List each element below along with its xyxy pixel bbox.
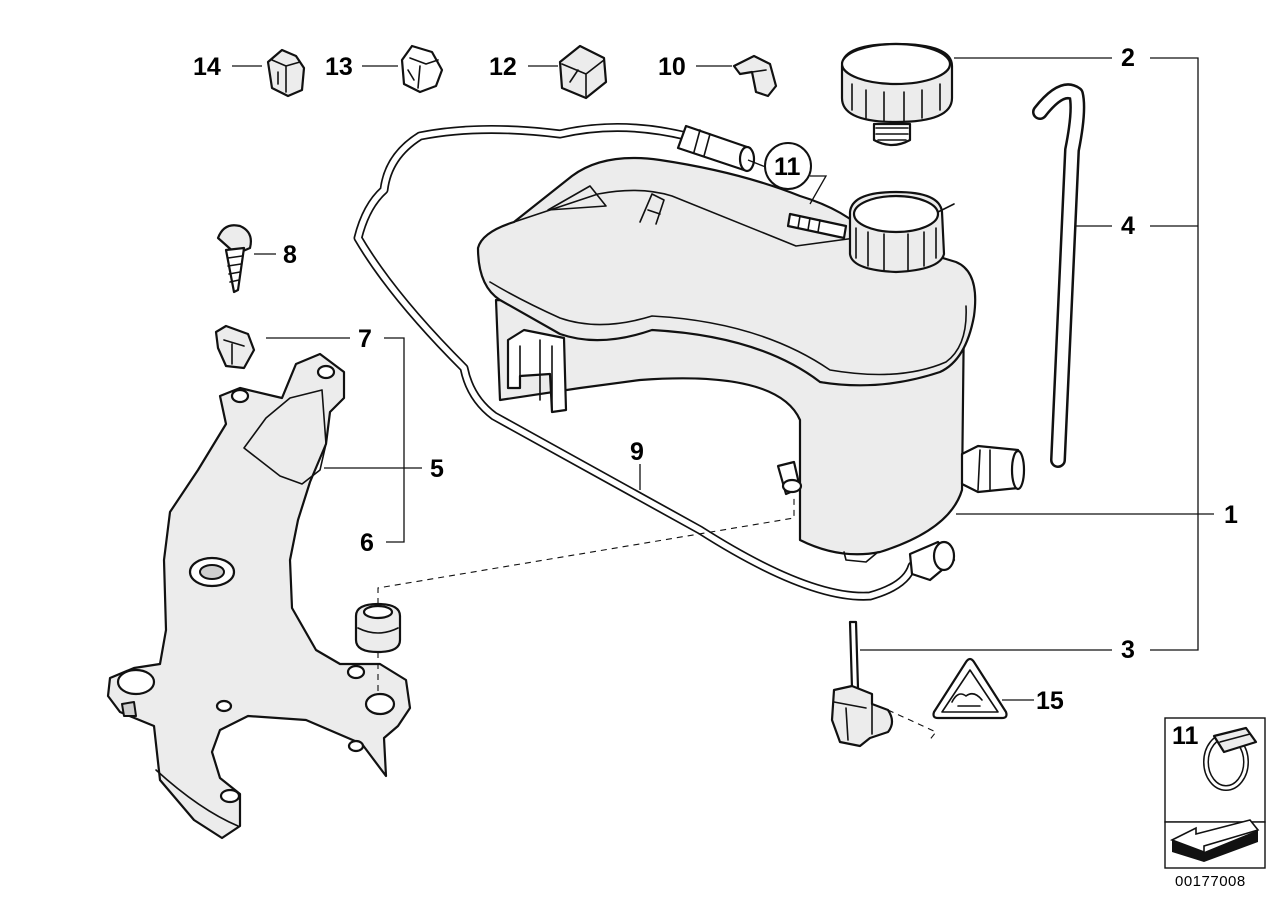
hose-clamp-icon <box>1203 726 1258 791</box>
part-4-hose[interactable] <box>1032 83 1086 468</box>
part-5-bracket[interactable] <box>106 352 412 840</box>
callout-14[interactable]: 14 <box>193 53 221 81</box>
part-10-clip[interactable] <box>732 54 778 98</box>
part-7-nut[interactable] <box>214 324 256 370</box>
callout-11[interactable]: 11 <box>774 153 801 181</box>
callout-8[interactable]: 8 <box>283 241 297 269</box>
part-8-bolt[interactable] <box>216 224 252 294</box>
callout-6[interactable]: 6 <box>360 529 374 557</box>
callout-7[interactable]: 7 <box>358 325 372 353</box>
callout-12[interactable]: 12 <box>489 53 517 81</box>
part-3-level-sensor[interactable] <box>830 620 894 748</box>
part-15-warning-label[interactable] <box>932 657 1008 720</box>
legend-arrow-box <box>1164 819 1266 869</box>
leader-lines <box>232 57 1214 743</box>
part-1-expansion-tank[interactable] <box>476 156 1026 563</box>
legend-clamp-label: 11 <box>1172 722 1199 750</box>
callout-9[interactable]: 9 <box>630 438 644 466</box>
part-13-clip[interactable] <box>400 44 444 94</box>
callout-4[interactable]: 4 <box>1121 212 1135 240</box>
callout-13[interactable]: 13 <box>325 53 353 81</box>
legend-clamp-box[interactable]: 11 <box>1164 717 1266 823</box>
part-12-clip[interactable] <box>558 44 608 100</box>
callout-1[interactable]: 1 <box>1224 501 1238 529</box>
callout-15[interactable]: 15 <box>1036 687 1064 715</box>
callout-3[interactable]: 3 <box>1121 636 1135 664</box>
document-number: 00177008 <box>1175 873 1246 890</box>
arrow-icon <box>1170 819 1260 862</box>
part-14-clip[interactable] <box>266 48 306 98</box>
callout-10[interactable]: 10 <box>658 53 686 81</box>
part-9-hose[interactable] <box>353 123 956 601</box>
part-2-cap[interactable] <box>840 42 954 147</box>
callout-2[interactable]: 2 <box>1121 44 1135 72</box>
callout-labels: 14 13 12 10 2 4 11 8 7 5 9 1 6 3 15 <box>193 44 1238 715</box>
part-6-grommet[interactable] <box>354 602 402 654</box>
callout-5[interactable]: 5 <box>430 455 444 483</box>
callout-11-circle <box>764 142 812 190</box>
